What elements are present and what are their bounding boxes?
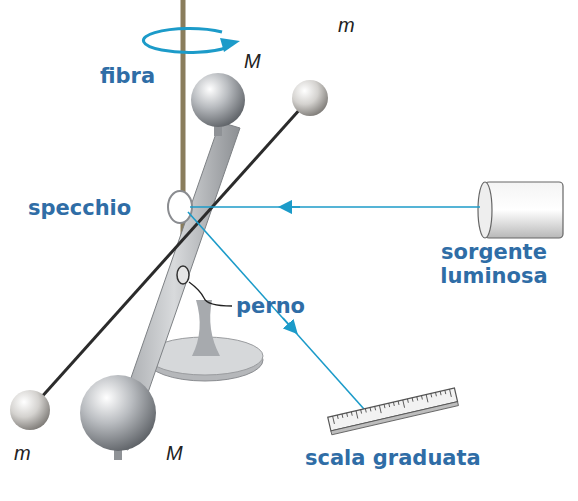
stand-stem	[192, 300, 220, 356]
mirror	[168, 191, 192, 223]
scale-tick	[360, 410, 362, 414]
mass-label: m	[14, 442, 31, 465]
scale-tick	[435, 392, 437, 396]
scale-tick	[351, 412, 353, 416]
scale-tick	[370, 407, 372, 411]
scale-tick	[365, 409, 367, 413]
part-label: perno	[236, 294, 305, 318]
scale-tick	[430, 393, 432, 397]
scale-tick	[388, 403, 390, 407]
scale-tick	[384, 404, 386, 408]
scale-tick	[356, 411, 358, 419]
pivot	[177, 266, 189, 284]
scale-tick	[421, 396, 423, 400]
incident-arrowhead	[285, 206, 300, 208]
scale-tick	[407, 399, 409, 403]
scale-tick	[398, 401, 400, 405]
scale-tick	[346, 413, 348, 417]
balance-rod	[30, 98, 310, 410]
pivot-leader	[189, 282, 232, 306]
reflected-ray	[188, 212, 372, 418]
scale-tick	[379, 405, 381, 413]
reflected-arrowhead	[283, 318, 293, 329]
scale-tick	[412, 398, 414, 402]
small-mass	[10, 390, 50, 430]
scale-tick	[440, 391, 442, 395]
part-label: specchio	[28, 196, 131, 220]
scale-tick	[450, 389, 452, 397]
mass-label: M	[244, 50, 261, 73]
light-source-face	[478, 182, 492, 238]
scale-tick	[416, 397, 418, 401]
rotation-arrow	[143, 28, 228, 52]
rotation-arrowhead	[220, 38, 240, 52]
part-label: fibra	[100, 64, 155, 88]
scale-tick	[444, 390, 446, 394]
scale-tick	[374, 406, 376, 410]
graduated-scale	[328, 388, 459, 435]
scale-tick	[393, 402, 395, 406]
scale-tick	[333, 416, 335, 424]
small-mass	[292, 80, 328, 116]
scale-tick	[403, 400, 405, 408]
scale-tick	[341, 414, 343, 418]
incident-ray	[190, 206, 480, 208]
part-label: scala graduata	[305, 446, 481, 470]
scale-tick	[426, 395, 428, 403]
large-mass	[191, 73, 245, 127]
scale-tick	[337, 415, 339, 419]
mass-label: M	[166, 442, 183, 465]
large-mass	[80, 375, 156, 451]
part-label: sorgente luminosa	[416, 240, 572, 288]
light-source	[485, 182, 563, 238]
mass-label: m	[338, 14, 355, 37]
